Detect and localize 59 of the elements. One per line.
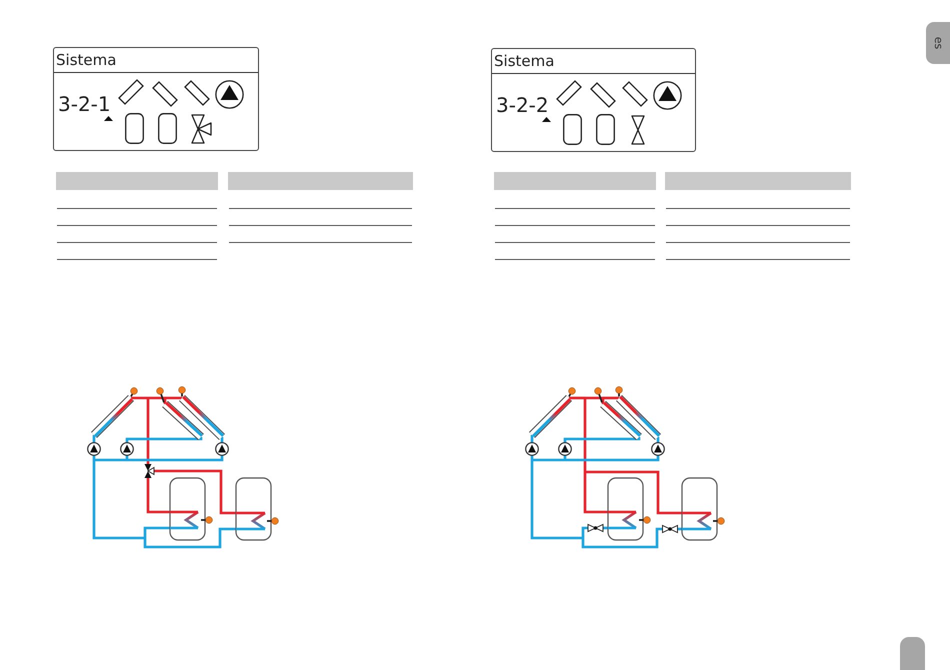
language-tab xyxy=(926,22,950,64)
two-way-valve-icon xyxy=(662,524,678,534)
return-pipe xyxy=(603,526,608,530)
storage-tank xyxy=(607,477,651,541)
flow-pipe xyxy=(146,478,170,514)
flow-pipe xyxy=(584,398,586,472)
return-pipe xyxy=(582,528,662,548)
return-pipe xyxy=(582,526,588,538)
return-pipe xyxy=(656,437,660,443)
language-code: es xyxy=(932,36,944,50)
flow-pipe xyxy=(164,398,166,404)
pump-icon xyxy=(87,442,101,456)
page-tab xyxy=(900,637,925,670)
return-pipe xyxy=(127,455,224,462)
flow-pipe xyxy=(603,396,619,400)
pump-icon xyxy=(651,442,665,456)
solar-collector xyxy=(600,400,642,440)
flow-pipe xyxy=(165,396,182,400)
storage-tank xyxy=(235,477,279,541)
flow-pipe xyxy=(585,470,682,514)
display-screen xyxy=(53,47,259,151)
flow-pipe xyxy=(585,396,603,400)
return-pipe xyxy=(220,437,224,443)
storage-tank xyxy=(169,477,213,541)
flow-pipe xyxy=(602,398,604,404)
return-pipe xyxy=(530,460,583,540)
three-way-valve-icon xyxy=(144,464,154,478)
solar-collector xyxy=(529,395,572,438)
flow-pipe xyxy=(154,470,236,514)
flow-pipe xyxy=(569,396,585,400)
screen-title: Sistema xyxy=(494,51,554,72)
return-pipe xyxy=(530,435,534,443)
return-pipe xyxy=(144,528,236,548)
two-way-valve-icon xyxy=(588,524,604,532)
solar-collector xyxy=(179,394,225,440)
return-pipe xyxy=(94,458,127,462)
pump-icon xyxy=(525,442,539,456)
flow-pipe xyxy=(131,396,148,400)
return-pipe xyxy=(565,455,660,462)
return-pipe xyxy=(532,458,565,462)
return-pipe xyxy=(144,526,170,538)
return-pipe xyxy=(92,460,145,540)
pump-icon xyxy=(215,442,229,456)
pump-icon xyxy=(558,442,572,456)
screen-title: Sistema xyxy=(56,50,116,71)
storage-tank xyxy=(681,477,725,541)
display-screen xyxy=(491,48,696,152)
return-pipe xyxy=(126,437,202,443)
pump-icon xyxy=(120,442,134,456)
flow-pipe xyxy=(146,398,150,464)
return-pipe xyxy=(92,435,96,443)
solar-collector xyxy=(91,395,134,438)
solar-collector xyxy=(616,395,661,440)
return-pipe xyxy=(564,437,640,443)
flow-pipe xyxy=(584,472,608,514)
system-number: 3-2-2 xyxy=(496,93,549,117)
solar-collector xyxy=(162,400,204,440)
flow-pipe xyxy=(148,396,165,400)
system-number: 3-2-1 xyxy=(58,92,111,116)
